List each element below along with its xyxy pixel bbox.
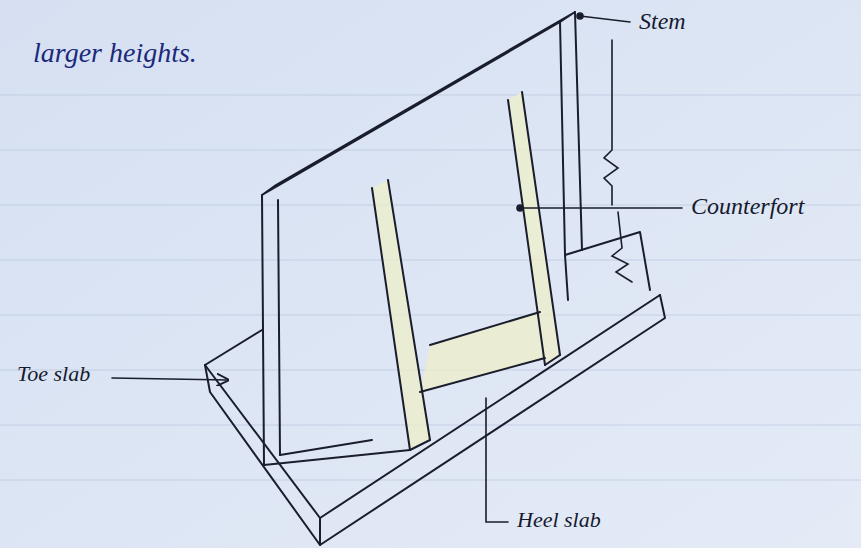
part-label: Stem: [636, 8, 689, 34]
leader-lines: [112, 13, 682, 522]
part-label: Counterfort: [688, 193, 807, 219]
part-label: Heel slab: [514, 508, 604, 532]
wall-outline: [205, 12, 665, 545]
ruled-lines: [0, 95, 861, 480]
note-text: larger heights.: [30, 38, 200, 69]
highlight: [372, 92, 560, 450]
part-label: Toe slab: [14, 362, 93, 386]
